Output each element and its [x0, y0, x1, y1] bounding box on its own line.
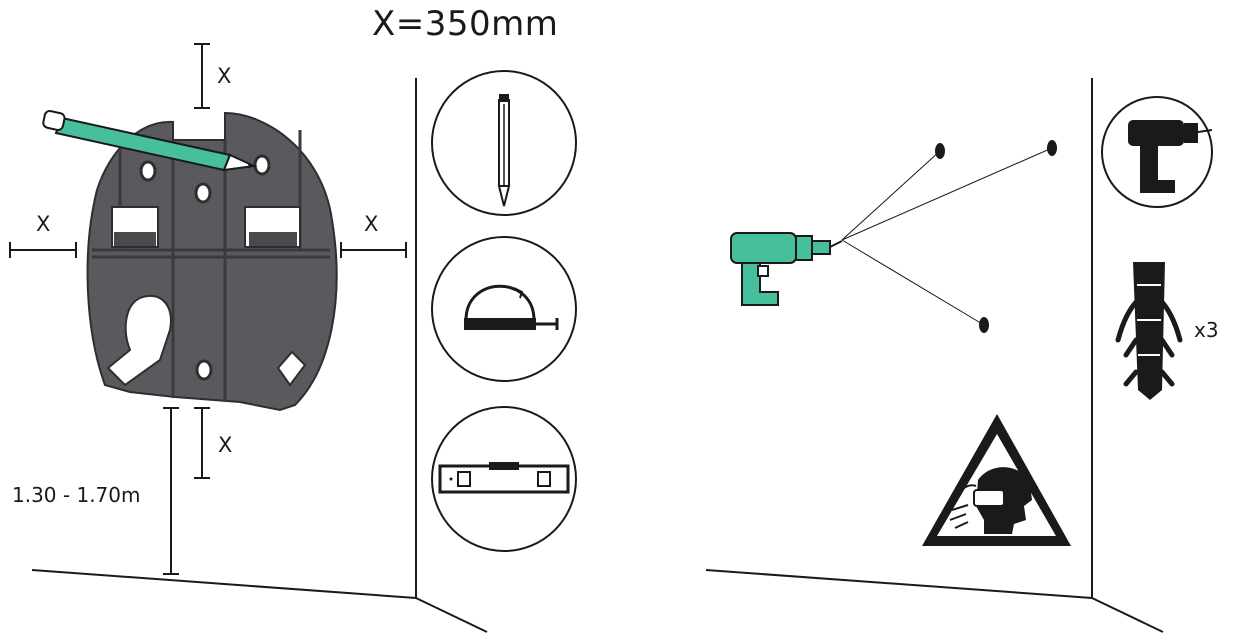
- spacing-label-right: X: [364, 212, 379, 236]
- tape-measure-icon: [431, 236, 577, 382]
- dimension-lines: [9, 43, 407, 575]
- pencil-icon: [431, 70, 577, 216]
- spacing-headline: X=350mm: [372, 4, 559, 44]
- drill-icon: [1101, 96, 1213, 208]
- left-wall-corner: [31, 78, 488, 633]
- right-wall-corner: [705, 78, 1164, 633]
- accent-drill: [730, 232, 843, 306]
- wall-bracket: [86, 111, 338, 412]
- mounting-height-label: 1.30 - 1.70m: [12, 483, 141, 507]
- spacing-label-left: X: [36, 212, 51, 236]
- spacing-label-top: X: [217, 64, 232, 88]
- eye-protection-warning-icon: [922, 414, 1071, 546]
- spacing-label-bottom: X: [218, 433, 233, 457]
- plug-quantity-label: x3: [1194, 318, 1219, 342]
- spirit-level-icon: [431, 406, 577, 552]
- wall-plug-icon: [1115, 262, 1183, 400]
- drill-holes: [841, 140, 1057, 333]
- marking-pencil: [42, 110, 258, 172]
